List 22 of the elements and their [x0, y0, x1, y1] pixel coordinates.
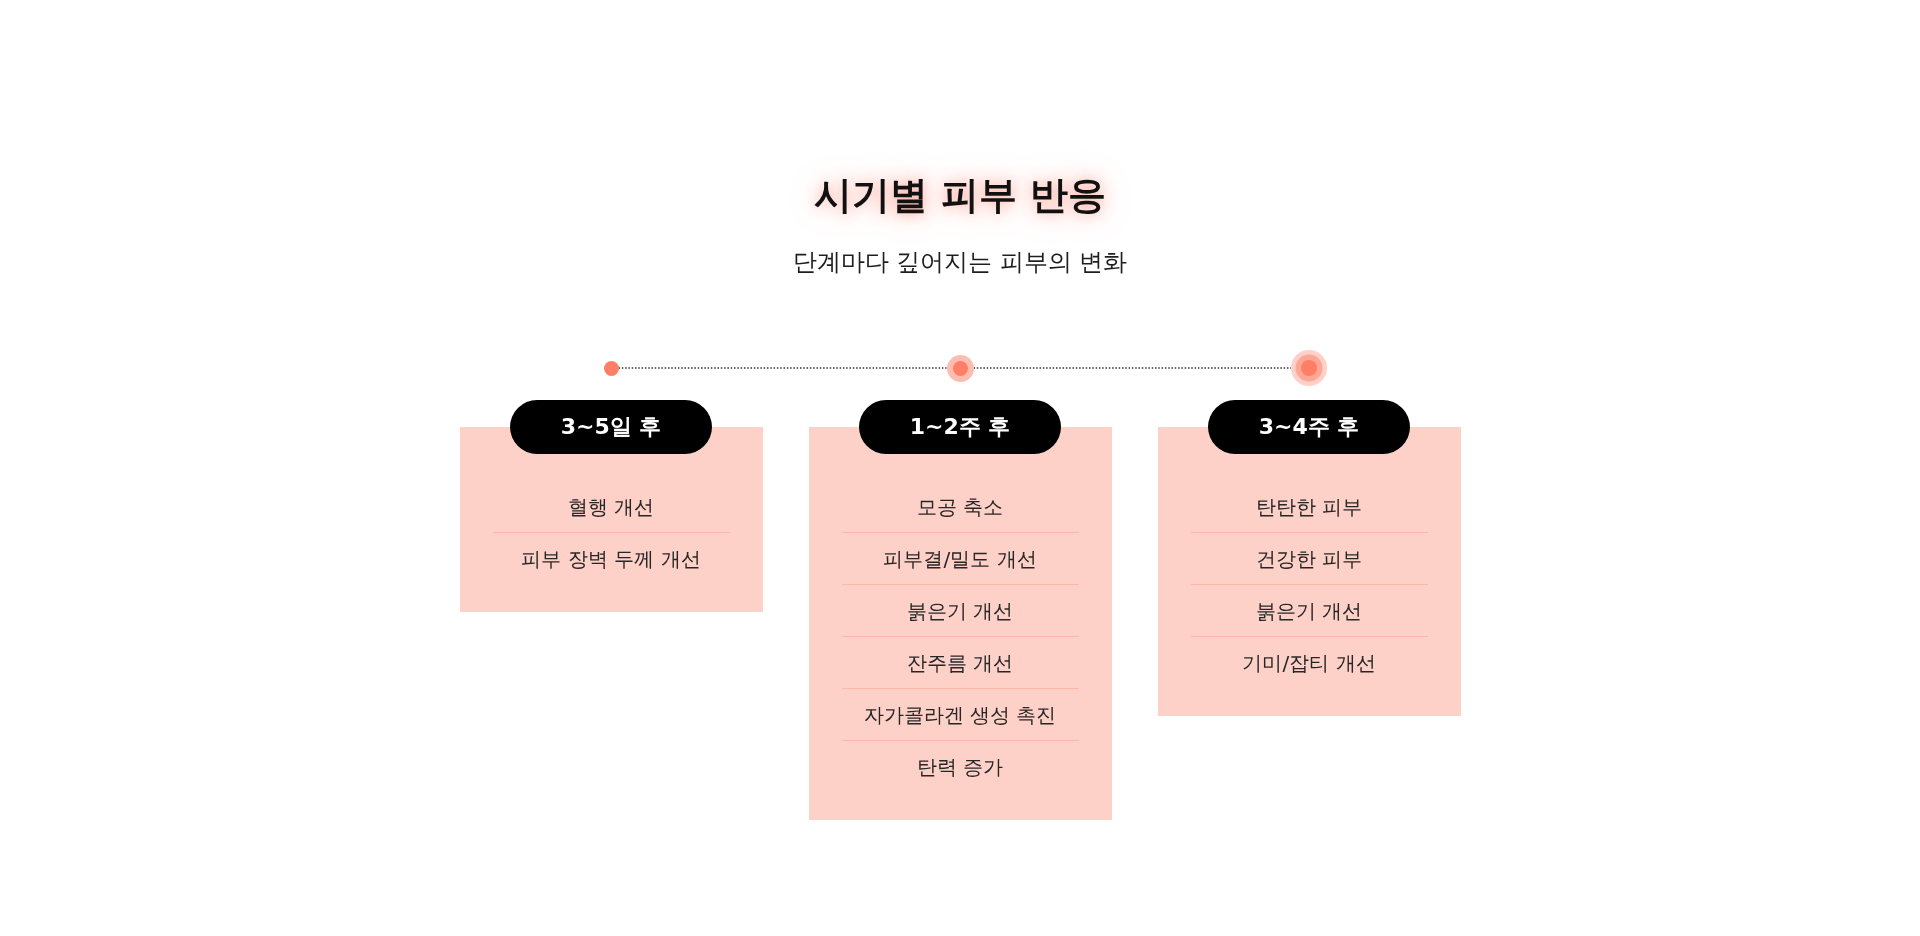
timeline-line	[617, 367, 948, 369]
effect-item: 탄탄한 피부	[1255, 494, 1363, 519]
effect-item: 건강한 피부	[1255, 546, 1363, 571]
subtitle: 단계마다 깊어지는 피부의 변화	[792, 247, 1128, 277]
effect-item: 붉은기 개선	[906, 598, 1014, 623]
timeline-dot	[1291, 350, 1327, 386]
period-pill: 3~5일 후	[510, 400, 712, 454]
timeline-line	[972, 367, 1292, 369]
effect-item: 자가콜라겐 생성 촉진	[863, 702, 1057, 727]
period-pill: 3~4주 후	[1208, 400, 1410, 454]
effect-item: 붉은기 개선	[1255, 598, 1363, 623]
effect-item: 모공 축소	[916, 494, 1004, 519]
effect-item: 기미/잡티 개선	[1242, 650, 1376, 675]
effect-item: 잔주름 개선	[906, 650, 1014, 675]
title: 시기별 피부 반응	[813, 173, 1107, 219]
timeline-dot	[603, 360, 619, 376]
timeline-dot	[946, 354, 974, 382]
effect-item: 피부 장벽 두께 개선	[521, 546, 701, 571]
effect-item: 탄력 증가	[916, 754, 1004, 779]
effect-item: 혈행 개선	[567, 494, 655, 519]
effect-item: 피부결/밀도 개선	[883, 546, 1037, 571]
period-pill: 1~2주 후	[859, 400, 1061, 454]
